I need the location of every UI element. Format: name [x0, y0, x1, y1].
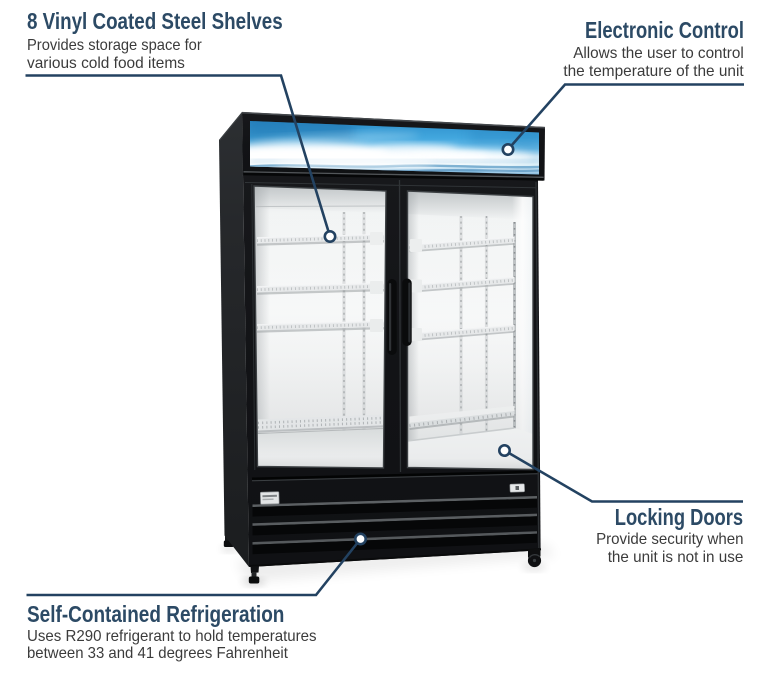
left-door-glass-bevel: [253, 185, 387, 469]
left-door-glass-reflection: [254, 186, 386, 468]
marker-locking-doors: [497, 443, 511, 457]
sign-bottom-lip: [243, 171, 544, 178]
callout-line-electronic-control: [507, 83, 744, 151]
callout-markers: [323, 143, 515, 546]
callout-line-shelves: [25, 74, 332, 237]
callout-line-self-contained: [26, 538, 362, 597]
refrigerator: [219, 111, 556, 586]
marker-shelves: [323, 230, 337, 244]
front-right-caster: [527, 548, 542, 568]
cabinet-right-edge: [535, 181, 540, 549]
left-door-frame-edge: [251, 183, 256, 471]
left-door-handle: [387, 279, 397, 355]
door-top-frame: [244, 182, 537, 189]
base-grille: [249, 470, 542, 567]
callout-line-locking-doors: [503, 449, 743, 503]
brand-badge: [260, 491, 280, 505]
right-door-glass-bevel: [406, 190, 534, 471]
sign-bottom-gap: [243, 172, 544, 181]
door-gap: [398, 179, 402, 473]
callout-lines: [25, 74, 744, 597]
marker-electronic-control: [501, 143, 515, 157]
front-left-leg: [248, 566, 260, 584]
marker-self-contained: [353, 532, 367, 546]
cabinet-corner-edge: [219, 112, 243, 141]
cabinet-left-side: [219, 112, 249, 567]
door-lock: [509, 483, 525, 493]
right-door-glass-reflection: [407, 191, 533, 470]
right-door-handle: [402, 278, 412, 346]
